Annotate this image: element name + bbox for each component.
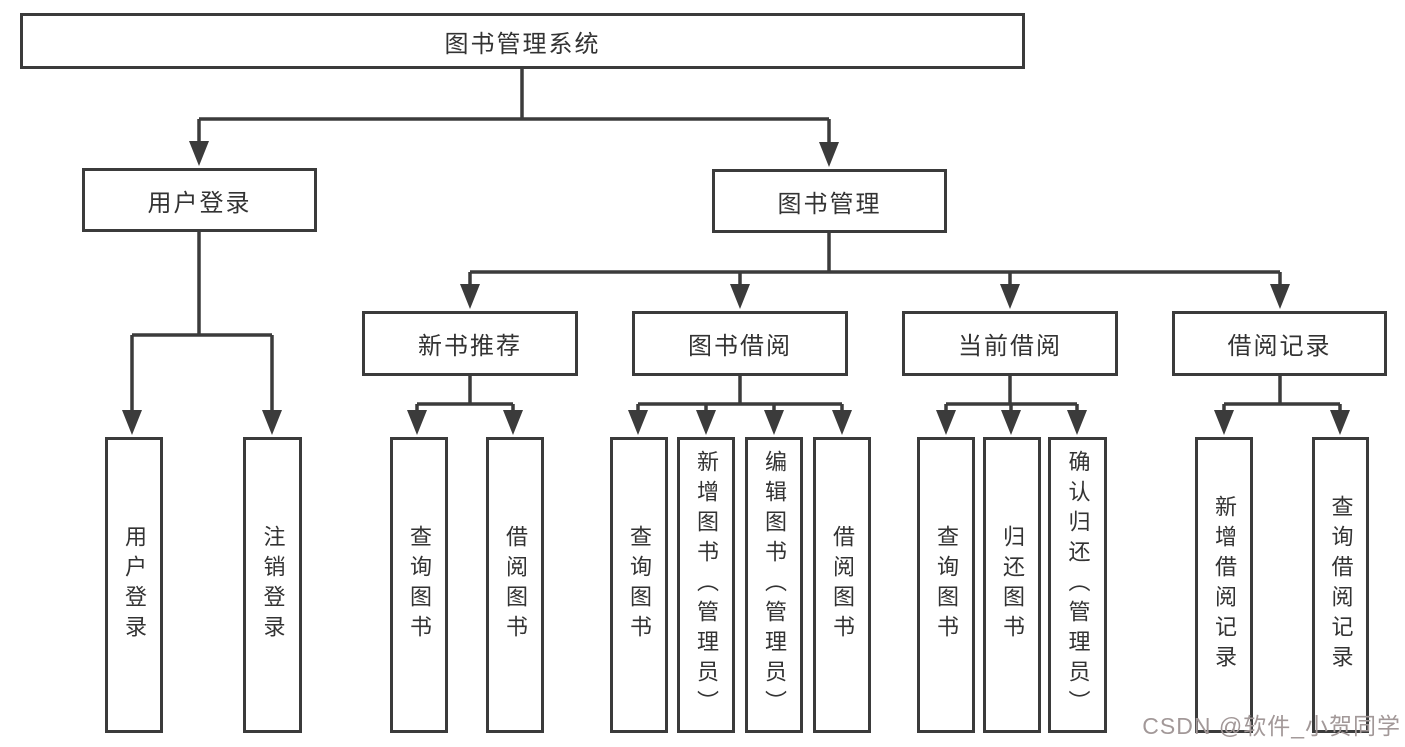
node-label: 新书推荐 — [418, 333, 522, 360]
node-book-management: 图书管理 — [712, 169, 947, 233]
arrowheads — [122, 141, 1350, 435]
leaf-add-book-admin: 新增图书（管理员） — [677, 437, 735, 733]
node-label: 借阅记录 — [1227, 333, 1332, 360]
leaf-label: 新增借阅记录 — [1212, 495, 1237, 675]
leaf-borrow-books-borrow: 借阅图书 — [813, 437, 871, 733]
node-new-book-recommend: 新书推荐 — [362, 311, 578, 376]
leaf-label: 查询借阅记录 — [1328, 495, 1354, 675]
leaf-label: 查询图书 — [627, 525, 652, 645]
leaf-label: 借阅图书 — [503, 525, 528, 645]
leaf-edit-book-admin: 编辑图书（管理员） — [745, 437, 803, 733]
leaf-return-book: 归还图书 — [983, 437, 1041, 733]
leaf-label: 借阅图书 — [830, 525, 855, 645]
node-label: 图书借阅 — [688, 333, 792, 360]
leaf-label: 编辑图书（管理员） — [762, 450, 787, 720]
node-label: 图书管理 — [777, 190, 882, 218]
leaf-label: 确认归还（管理员） — [1065, 450, 1091, 720]
leaf-confirm-return-admin: 确认归还（管理员） — [1048, 437, 1107, 733]
leaf-query-books-current: 查询图书 — [917, 437, 975, 733]
leaf-label: 新增图书（管理员） — [694, 450, 719, 720]
node-book-borrow: 图书借阅 — [632, 311, 848, 376]
leaf-label: 用户登录 — [122, 525, 147, 645]
leaf-borrow-books-recommend: 借阅图书 — [486, 437, 544, 733]
leaf-label: 查询图书 — [934, 525, 959, 645]
leaf-query-books-borrow: 查询图书 — [610, 437, 668, 733]
leaf-add-borrow-record: 新增借阅记录 — [1195, 437, 1253, 733]
node-user-login: 用户登录 — [82, 168, 317, 232]
leaf-query-books-recommend: 查询图书 — [390, 437, 448, 733]
node-label: 用户登录 — [147, 189, 252, 217]
node-label: 图书管理系统 — [444, 30, 601, 58]
node-label: 当前借阅 — [958, 333, 1062, 360]
leaf-query-borrow-record: 查询借阅记录 — [1312, 437, 1369, 733]
leaf-label: 注销登录 — [260, 525, 286, 645]
leaf-label: 归还图书 — [1000, 525, 1025, 645]
leaf-logout: 注销登录 — [243, 437, 302, 733]
node-library-management-system: 图书管理系统 — [20, 13, 1025, 69]
node-current-borrow: 当前借阅 — [902, 311, 1118, 376]
node-borrow-records: 借阅记录 — [1172, 311, 1387, 376]
leaf-user-login: 用户登录 — [105, 437, 163, 733]
leaf-label: 查询图书 — [407, 525, 432, 645]
